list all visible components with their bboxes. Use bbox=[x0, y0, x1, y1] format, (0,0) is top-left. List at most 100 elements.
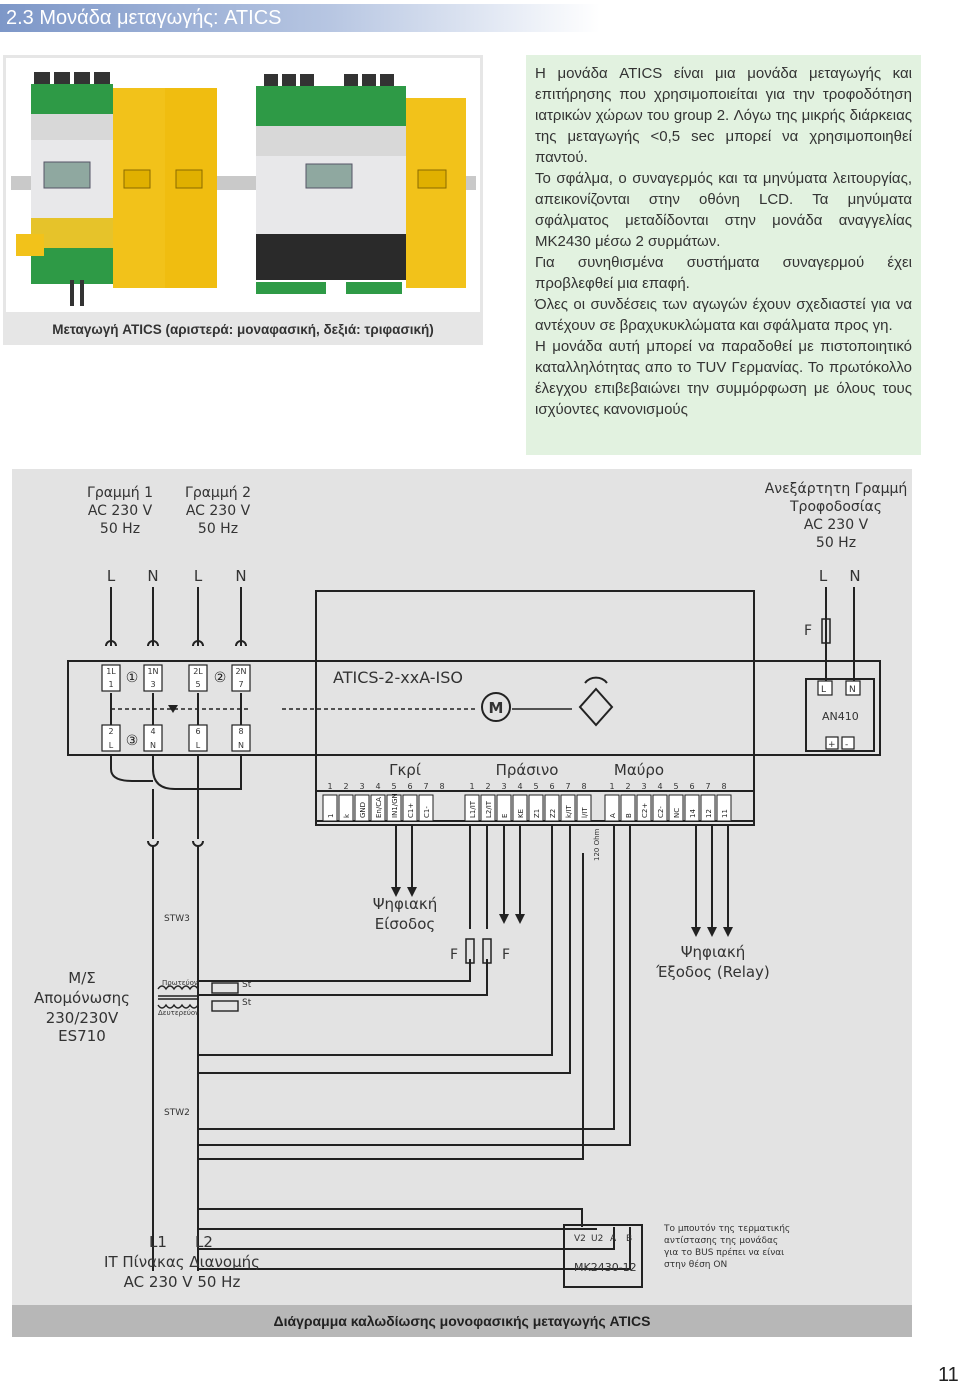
terminal-strip-cell bbox=[402, 794, 418, 822]
terminal-strip-cell bbox=[354, 794, 370, 822]
phase-label: L bbox=[819, 567, 828, 585]
mk2430-label: MK2430-12 bbox=[574, 1261, 637, 1274]
st-label: St bbox=[242, 980, 252, 990]
mk-note-line: στην θέση ON bbox=[664, 1259, 727, 1270]
stw3-label: STW3 bbox=[164, 914, 190, 924]
terminal-strip-number: 6 bbox=[689, 782, 694, 791]
an410-terminal: L bbox=[821, 685, 826, 695]
circled-number: ③ bbox=[126, 733, 139, 749]
terminal-strip-number: 3 bbox=[359, 782, 364, 791]
terminal-strip-label: NC bbox=[673, 808, 681, 818]
it-panel-label: IT Πίνακας Διανομής bbox=[104, 1253, 260, 1271]
group-name-black: Μαύρο bbox=[614, 761, 664, 779]
terminal-strip-label: 1 bbox=[327, 814, 335, 818]
terminal-strip-cell bbox=[716, 794, 732, 822]
terminal-strip-cell bbox=[386, 794, 402, 822]
motor-label: M bbox=[489, 699, 504, 717]
diagram-caption: Διάγραμμα καλωδίωσης μονοφασικής μεταγωγ… bbox=[273, 1313, 651, 1329]
terminal-strip-label: C1- bbox=[423, 806, 431, 818]
terminal-strip-label: IN1/GN bbox=[391, 793, 399, 818]
terminal-strip-number: 7 bbox=[565, 782, 570, 791]
transformer-label: Απομόνωσης bbox=[34, 989, 130, 1007]
terminal-strip-number: 3 bbox=[641, 782, 646, 791]
terminal-strip-cell bbox=[560, 794, 576, 822]
independent-line-sub: Τροφοδοσίας bbox=[789, 499, 882, 515]
terminal-strip-label: GND bbox=[359, 802, 367, 818]
terminal-strip-label: C1+ bbox=[407, 803, 415, 818]
terminal-strip-number: 8 bbox=[721, 782, 726, 791]
circled-number: ② bbox=[214, 670, 227, 686]
digital-input-label: Ψηφιακή bbox=[373, 895, 438, 913]
terminal-strip-label: Z2 bbox=[549, 809, 557, 818]
diagram-caption-bar: Διάγραμμα καλωδίωσης μονοφασικής μεταγωγ… bbox=[12, 1305, 912, 1337]
terminal-strip-cell bbox=[544, 794, 560, 822]
description-paragraph: Η μονάδα ATICS είναι μια μονάδα μεταγωγή… bbox=[535, 65, 912, 166]
terminal-top-label: 1N bbox=[147, 667, 158, 676]
terminal-strip-number: 7 bbox=[423, 782, 428, 791]
phase-label: N bbox=[849, 567, 860, 585]
product-photo bbox=[6, 58, 480, 312]
terminal-top-num: 1 bbox=[108, 680, 113, 689]
primary-label: Πρωτεύον bbox=[162, 979, 198, 987]
terminal-strip-label: KE bbox=[517, 809, 525, 818]
terminal-strip-label: k bbox=[343, 813, 351, 818]
it-panel-l1: L1 bbox=[149, 1233, 167, 1251]
terminal-strip-cell bbox=[464, 794, 480, 822]
st-label: St bbox=[242, 998, 252, 1008]
terminal-strip-number: 8 bbox=[581, 782, 586, 791]
terminal-strip-cell bbox=[528, 794, 544, 822]
photo-caption: Μεταγωγή ATICS (αριστερά: μοναφασική, δε… bbox=[52, 322, 434, 337]
terminal-top-num: 7 bbox=[238, 680, 243, 689]
terminal-strip-number: 5 bbox=[391, 782, 396, 791]
terminal-strip-number: 3 bbox=[501, 782, 506, 791]
terminal-strip-cell bbox=[652, 794, 668, 822]
terminal-bottom-label: L bbox=[196, 741, 201, 750]
terminal-bottom-label: L bbox=[109, 741, 114, 750]
digital-input-label: Είσοδος bbox=[375, 915, 435, 933]
independent-line-voltage: AC 230 V bbox=[804, 517, 869, 533]
it-panel-l2: L2 bbox=[195, 1233, 213, 1251]
terminal-strip-cell bbox=[636, 794, 652, 822]
mk-note-line: για το BUS πρέπει να είναι bbox=[664, 1247, 784, 1258]
line1-freq: 50 Hz bbox=[100, 521, 140, 537]
terminal-strip-label: 14 bbox=[689, 809, 697, 818]
terminal-strip-label: L1/IT bbox=[469, 800, 477, 818]
terminal-strip-number: 7 bbox=[705, 782, 710, 791]
terminal-strip-number: 5 bbox=[673, 782, 678, 791]
independent-line-label: Ανεξάρτητη Γραμμή bbox=[765, 481, 908, 497]
terminal-strip-label: C2+ bbox=[641, 803, 649, 818]
transformer-label: ES710 bbox=[58, 1027, 106, 1045]
line2-voltage: AC 230 V bbox=[186, 503, 251, 519]
an410-terminal: + bbox=[828, 740, 836, 750]
phase-label: N bbox=[147, 567, 158, 585]
terminal-strip-label: C2- bbox=[657, 806, 665, 818]
description-paragraph: Για συνηθισμένα συστήματα συναγερμού έχε… bbox=[535, 254, 912, 292]
terminal-strip-label: E bbox=[501, 814, 509, 818]
description-paragraph: Το σφάλμα, ο συναγερμός και τα μηνύματα … bbox=[535, 170, 912, 250]
terminal-top-num: 3 bbox=[150, 680, 155, 689]
terminal-strip-cell bbox=[684, 794, 700, 822]
terminal-strip-label: l/IT bbox=[581, 807, 589, 818]
transformer-label: Μ/Σ bbox=[68, 969, 95, 987]
terminal-strip-cell bbox=[418, 794, 434, 822]
terminal-strip-number: 4 bbox=[517, 782, 522, 791]
fuse-label: F bbox=[502, 947, 510, 963]
terminal-strip-label: 11 bbox=[721, 809, 729, 818]
terminal-strip-number: 1 bbox=[469, 782, 474, 791]
terminal-strip-number: 2 bbox=[485, 782, 490, 791]
mk-terminal: B bbox=[626, 1234, 632, 1244]
an410-terminal: N bbox=[849, 685, 856, 695]
terminal-strip-cell bbox=[496, 794, 512, 822]
terminal-strip-number: 1 bbox=[609, 782, 614, 791]
terminal-top-label: 1L bbox=[106, 667, 116, 676]
phase-label: L bbox=[107, 567, 116, 585]
fuse-label: F bbox=[450, 947, 458, 963]
mk-terminal: U2 bbox=[591, 1234, 603, 1244]
resistor-label: 120 Ohm bbox=[593, 828, 601, 861]
terminal-strip-number: 6 bbox=[549, 782, 554, 791]
device-name: ATICS-2-xxA-ISO bbox=[333, 668, 463, 687]
digital-output-label: Έξοδος (Relay) bbox=[655, 963, 770, 981]
digital-output-label: Ψηφιακή bbox=[681, 943, 746, 961]
terminal-top-label: 2L bbox=[193, 667, 203, 676]
